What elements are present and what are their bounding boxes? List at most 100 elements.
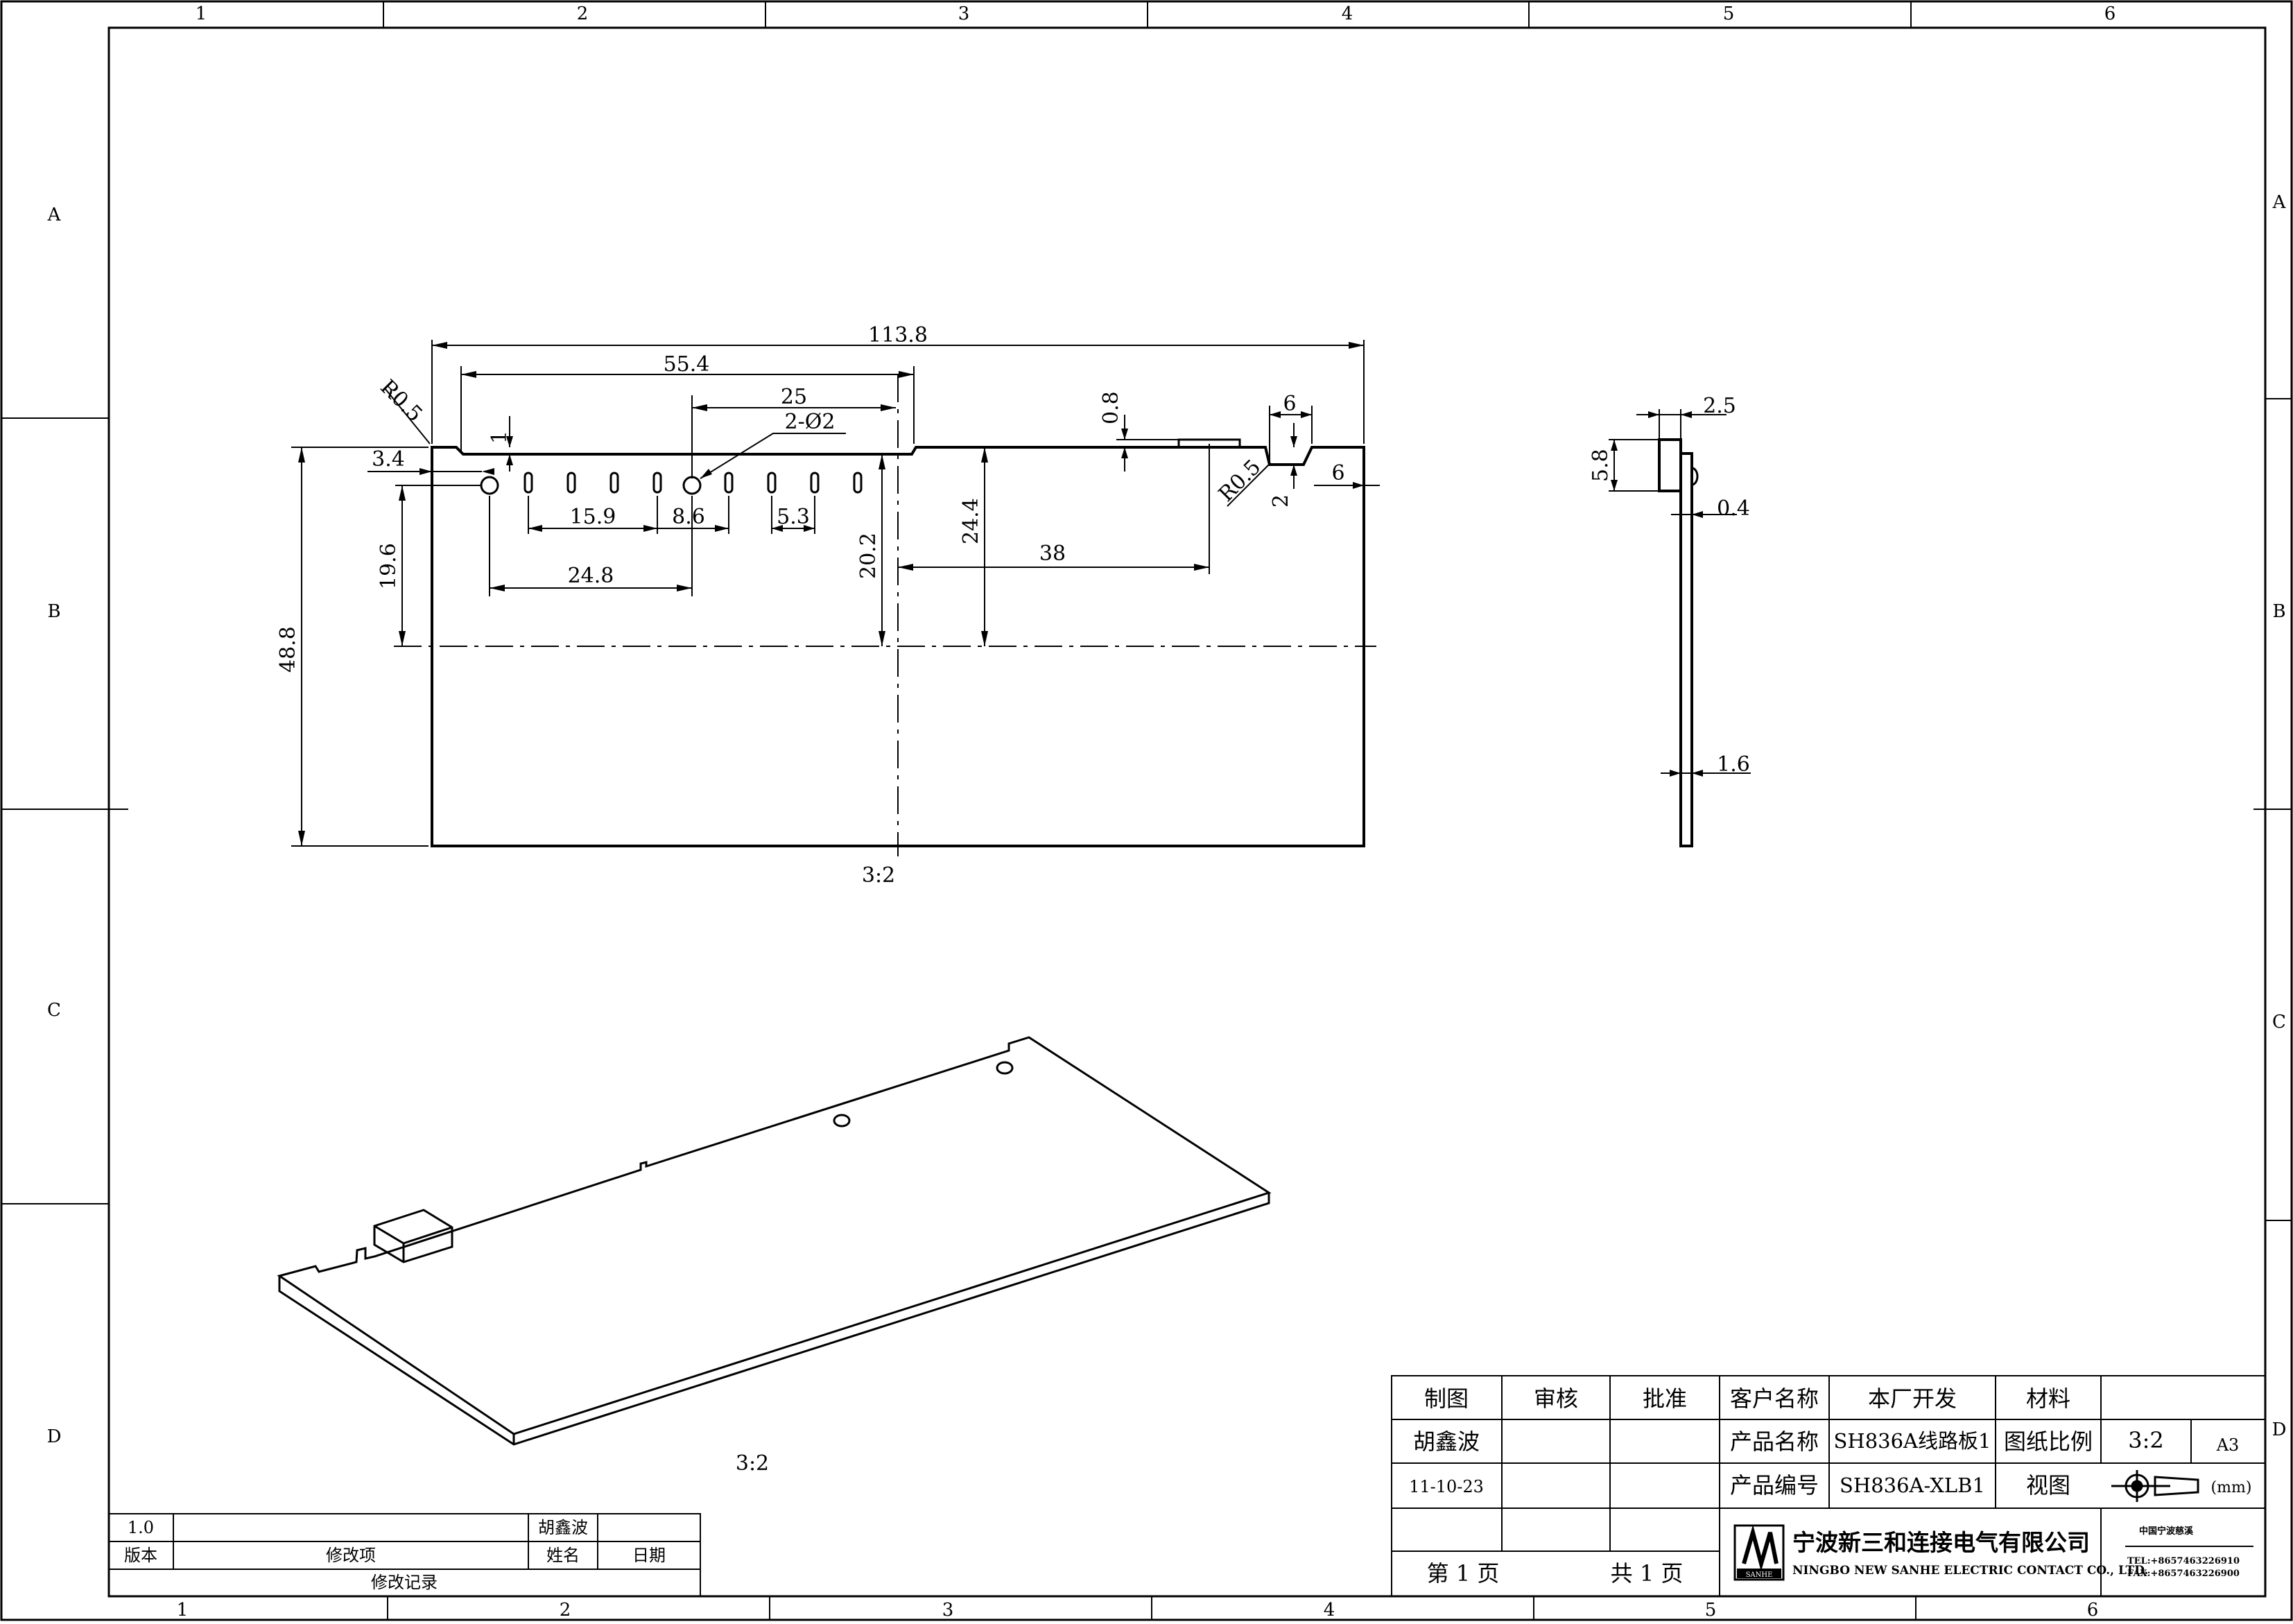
slot [609,472,619,494]
dim-2-5: 2.5 [1703,394,1736,418]
rev-header-name: 姓名 [546,1546,580,1565]
slot [652,472,662,494]
zone-col-label: 2 [560,1600,571,1621]
zone-row-label: C [47,1000,61,1021]
iso-board-top [277,1036,1272,1435]
projection-symbol-icon [2111,1470,2199,1502]
rev-author: 胡鑫波 [538,1518,588,1537]
front-dimension-labels: 113.8 55.4 25 2-Ø2 R0.5 1 3.4 15.9 8.6 5… [276,323,1345,673]
rev-header-date: 日期 [632,1546,666,1565]
zone-col-label: 3 [958,3,970,24]
tb-date: 11-10-23 [1409,1477,1484,1496]
zone-col-label: 6 [2087,1600,2099,1621]
zone-row-label: D [47,1426,62,1447]
zone-col-label: 6 [2104,3,2116,24]
revision-table: 1.0 胡鑫波 版本 修改项 姓名 日期 修改记录 [108,1513,701,1597]
tb-header-material: 材料 [2026,1385,2070,1412]
tb-header-drawn: 制图 [1424,1385,1469,1412]
tb-drafter: 胡鑫波 [1413,1428,1480,1455]
front-view-scale-label: 3:2 [862,863,895,888]
tb-product-name: SH836A线路板1 [1834,1429,1991,1453]
dim-2: 2 [1269,494,1293,508]
tb-scale: 3:2 [2128,1427,2164,1453]
tb-header-view: 视图 [2026,1472,2070,1498]
title-block: 制图 审核 批准 客户名称 本厂开发 材料 胡鑫波 产品名称 SH836A线路板… [1391,1375,2266,1597]
side-connector [1658,438,1682,492]
tb-product-code: SH836A-XLB1 [1840,1474,1985,1497]
tb-header-product-name: 产品名称 [1730,1428,1819,1455]
dim-1-6: 1.6 [1717,752,1750,777]
dim-25: 25 [781,385,807,409]
tb-company-en: NINGBO NEW SANHE ELECTRIC CONTACT CO., L… [1792,1564,2148,1578]
zone-row-label: C [2272,1012,2286,1033]
dim-8-6: 8.6 [672,505,705,529]
slot [566,472,576,494]
dim-15-9: 15.9 [570,505,616,529]
dim-24-8: 24.8 [568,564,614,588]
tb-customer: 本厂开发 [1868,1385,1957,1412]
front-view: 113.8 55.4 25 2-Ø2 R0.5 1 3.4 15.9 8.6 5… [276,323,1380,888]
tb-header-product-code: 产品编号 [1730,1472,1819,1498]
dim-overall-width: 113.8 [868,323,928,347]
slot [524,472,533,494]
iso-connector [373,1209,453,1263]
dim-19-6: 19.6 [377,543,401,589]
rev-header-change: 修改项 [326,1546,376,1565]
dim-55-4: 55.4 [664,352,710,377]
dim-48-8: 48.8 [276,626,300,673]
slot [767,472,777,494]
dim-holes: 2-Ø2 [785,410,836,434]
rev-version: 1.0 [128,1518,154,1537]
slot [810,472,820,494]
zone-col-label: 2 [577,3,589,24]
iso-hole [833,1114,851,1128]
company-logo-icon: SANHE [1733,1524,1785,1581]
logo-text: SANHE [1746,1571,1773,1579]
iso-view-scale-label: 3:2 [736,1451,769,1476]
dim-5-3: 5.3 [777,505,810,529]
dim-5-8: 5.8 [1589,449,1613,482]
tb-header-scale: 图纸比例 [2004,1428,2093,1455]
dim-0-4: 0.4 [1717,496,1750,521]
tb-tel: TEL:+8657463226910 [2127,1556,2240,1566]
tb-page: 第 1 页 [1427,1560,1500,1587]
zone-col-label: 4 [1324,1600,1335,1621]
iso-board-edge [278,1193,1270,1446]
slot [853,472,863,494]
front-dimensions [291,340,1380,847]
zone-col-label: 1 [196,3,207,24]
zone-row-label: A [2272,192,2287,213]
zone-col-label: 5 [1723,3,1735,24]
rev-footer: 修改记录 [371,1573,438,1592]
zone-labels: 1 2 3 4 5 6 1 2 3 4 5 6 A B C D A B C D [47,3,2287,1621]
dim-0-8: 0.8 [1099,391,1123,424]
dim-20-2: 20.2 [856,533,881,579]
rev-header-version: 版本 [124,1546,157,1565]
dim-38: 38 [1039,542,1066,566]
zone-row-label: A [47,205,62,225]
zone-row-label: B [2272,601,2285,622]
tb-total-pages: 共 1 页 [1611,1560,1684,1587]
tb-company-cn: 宁波新三和连接电气有限公司 [1792,1529,2090,1556]
side-board [1679,452,1693,847]
board-outline [431,446,1365,847]
zone-col-label: 5 [1705,1600,1717,1621]
dim-24-4: 24.4 [959,498,983,544]
side-dimensions [1609,409,1751,777]
side-dimension-labels: 2.5 5.8 0.4 1.6 [1589,394,1750,777]
tb-unit: (mm) [2211,1479,2252,1496]
zone-row-label: B [47,601,60,622]
dim-3-4: 3.4 [372,447,405,472]
tb-contact-title: 中国宁波慈溪 [2139,1526,2194,1537]
tb-header-review: 审核 [1534,1385,1578,1412]
slot-row [524,472,863,494]
dim-1: 1 [487,431,512,444]
iso-hole [996,1061,1014,1075]
zone-col-label: 1 [177,1600,189,1621]
iso-view [277,1036,1272,1446]
zone-col-label: 3 [942,1600,954,1621]
tb-fax: FAX:+8657463226900 [2127,1569,2240,1579]
tb-header-customer: 客户名称 [1730,1385,1819,1412]
